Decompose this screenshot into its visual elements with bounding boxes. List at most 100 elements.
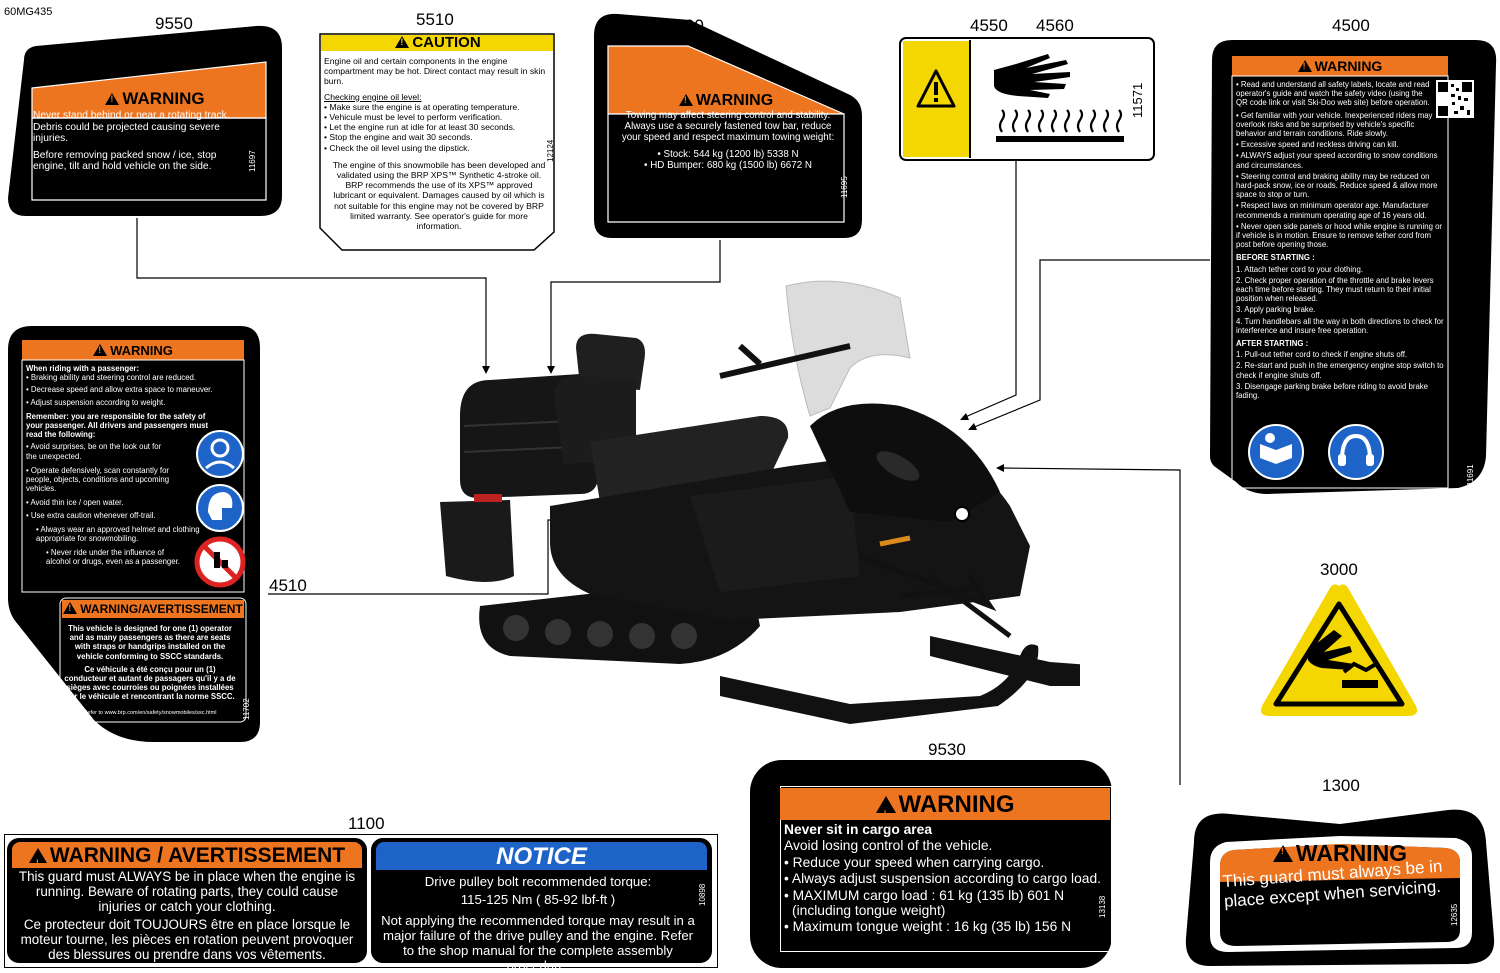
label-1100-en: This guard must ALWAYS be in place when … bbox=[18, 869, 356, 914]
label-1300-code: 12635 bbox=[1450, 903, 1459, 926]
label-5510-subhead: Checking engine oil level: bbox=[324, 91, 422, 102]
label-9550-line: Never stand behind or near a rotating tr… bbox=[33, 110, 230, 144]
label-4510-body2: This vehicle is designed for one (1) ope… bbox=[64, 624, 236, 718]
label-1100-notice-line: Not applying the recommended torque may … bbox=[381, 913, 695, 973]
label-4500-before-title: BEFORE STARTING : bbox=[1236, 253, 1315, 263]
label-5510-bullet: • Make sure the engine is at operating t… bbox=[324, 101, 520, 112]
label-1100-notice-line: Drive pulley bolt recommended torque: bbox=[424, 874, 652, 889]
label-1100-notice-body: Drive pulley bolt recommended torque: 11… bbox=[380, 874, 696, 973]
label-9530-line: • MAXIMUM cargo load : 61 kg (135 lb) 60… bbox=[784, 887, 1065, 903]
label-4510-bullet: • Use extra caution whenever off-trail. bbox=[26, 510, 156, 520]
label-4500-shape bbox=[1210, 40, 1497, 494]
label-9530-line: • Always adjust suspension according to … bbox=[784, 871, 1101, 887]
label-4510-bullet: • Always wear an approved helmet and clo… bbox=[36, 524, 200, 544]
label-1100-header: WARNING / AVERTISSEMENT bbox=[12, 842, 362, 877]
label-9530-title: Never sit in cargo area bbox=[784, 822, 933, 837]
label-4500-bullet: • Respect laws on minimum operator age. … bbox=[1236, 201, 1429, 220]
snowmobile-illustration bbox=[440, 280, 1080, 724]
label-5510-bullet: • Let the engine run at idle for at leas… bbox=[324, 122, 516, 133]
part-number-9530: 9530 bbox=[928, 740, 966, 759]
label-4510-en: This vehicle is designed for one (1) ope… bbox=[68, 624, 232, 661]
label-3000-entanglement-warning bbox=[1261, 584, 1417, 716]
label-4500-header: WARNING bbox=[1232, 58, 1448, 74]
label-9530-line: Avoid losing control of the vehicle. bbox=[784, 838, 993, 854]
part-number-4560: 4560 bbox=[1036, 16, 1074, 35]
label-1100-code: 10898 bbox=[698, 883, 707, 906]
label-4500-step: 1. Attach tether cord to your clothing. bbox=[1236, 264, 1363, 274]
label-4510-code: 11702 bbox=[242, 698, 251, 720]
label-4510-shape bbox=[8, 326, 260, 742]
label-9530-line: • Reduce your speed when carrying cargo. bbox=[784, 854, 1045, 870]
label-1300-header: WARNING bbox=[1222, 840, 1458, 867]
passenger-icon bbox=[196, 430, 244, 478]
read-manual-icon bbox=[1248, 424, 1384, 480]
label-4510-header2: WARNING/AVERTISSEMENT bbox=[62, 602, 244, 616]
label-9500-body: Towing may affect steering control and s… bbox=[614, 110, 842, 171]
label-4550-hot-surface bbox=[899, 37, 1155, 161]
qr-code-icon bbox=[1436, 80, 1474, 118]
label-4510-bullet: • Adjust suspension according to weight. bbox=[26, 397, 166, 407]
label-9500-intro: Towing may affect steering control and s… bbox=[621, 110, 835, 144]
label-4500-bullet: • Never open side panels or hood while e… bbox=[1236, 221, 1443, 250]
part-number-3000: 3000 bbox=[1320, 560, 1358, 579]
label-5510-intro: Engine oil and certain components in the… bbox=[324, 56, 546, 87]
label-9530-line: (including tongue weight) bbox=[792, 903, 946, 919]
ear-protection-icon bbox=[1328, 424, 1384, 480]
label-5510-bullet: • Stop the engine and wait 30 seconds. bbox=[324, 132, 473, 143]
label-4510-url: Refer to www.brp.com/en/safety/snowmobil… bbox=[83, 709, 217, 716]
label-4500-step: 3. Apply parking brake. bbox=[1236, 305, 1316, 315]
label-5510-body: Engine oil and certain components in the… bbox=[324, 56, 554, 231]
label-1100-fr: Ce protecteur doit TOUJOURS être en plac… bbox=[20, 917, 354, 962]
label-4510-bullet: • Operate defensively, scan constantly f… bbox=[26, 465, 170, 494]
label-4510-body: When riding with a passenger: • Braking … bbox=[26, 364, 240, 567]
label-4500-bullet: • ALWAYS adjust your speed according to … bbox=[1236, 151, 1438, 170]
label-4510-fr: Ce véhicule a été conçu pour un (1) cond… bbox=[64, 664, 236, 702]
label-4510-bullet: • Braking ability and steering control a… bbox=[26, 373, 197, 383]
label-9500-bullet: • Stock: 544 kg (1200 lb) 5338 N bbox=[657, 148, 799, 160]
label-4510-bullet: • Decrease speed and allow extra space t… bbox=[26, 385, 213, 395]
label-9530-line: • Maximum tongue weight : 16 kg (35 lb) … bbox=[784, 919, 1072, 935]
part-number-5510: 5510 bbox=[416, 10, 454, 29]
label-4510-remember: Remember: you are responsible for the sa… bbox=[26, 411, 209, 440]
label-1100-body: This guard must ALWAYS be in place when … bbox=[14, 869, 360, 963]
label-9530-code: 13138 bbox=[1098, 895, 1107, 918]
label-9550-code: 11697 bbox=[248, 150, 257, 172]
label-4500-body: • Read and understand all safety labels,… bbox=[1236, 80, 1446, 400]
label-4510-bullet: • Avoid surprises, be on the look out fo… bbox=[26, 442, 162, 461]
label-5510-code: 12124 bbox=[546, 139, 555, 162]
part-number-4510: 4510 bbox=[269, 576, 307, 595]
part-number-4500: 4500 bbox=[1332, 16, 1370, 35]
part-number-4550: 4550 bbox=[970, 16, 1008, 35]
part-number-1300: 1300 bbox=[1322, 776, 1360, 795]
label-4550-code: 11571 bbox=[1130, 82, 1145, 118]
label-4500-bullet: • Excessive speed and reckless driving c… bbox=[1236, 140, 1399, 150]
label-9530-frame bbox=[780, 786, 1112, 952]
label-4500-step: 3. Disengage parking brake before riding… bbox=[1236, 381, 1429, 401]
diagram-code: 60MG435 bbox=[4, 6, 53, 18]
label-4500-step: 2. Re-start and push in the emergency en… bbox=[1236, 361, 1444, 380]
label-9530-header: WARNING bbox=[780, 788, 1110, 831]
label-5510-footer: The engine of this snowmobile has been d… bbox=[332, 159, 546, 232]
label-5510-bullet: • Check the oil level using the dipstick… bbox=[324, 142, 470, 153]
label-5510-shape bbox=[319, 33, 555, 251]
label-1100-notice-torque: 115-125 Nm ( 85-92 lbf-ft ) bbox=[460, 892, 616, 907]
label-4510-bullet: • Never ride under the influence of alco… bbox=[46, 548, 180, 567]
part-number-9550: 9550 bbox=[155, 14, 193, 33]
label-4500-bullet: • Steering control and braking ability m… bbox=[1236, 171, 1438, 200]
label-4500-after-title: AFTER STARTING : bbox=[1236, 339, 1309, 349]
label-9550-line: Before removing packed snow / ice, stop … bbox=[33, 149, 217, 173]
label-4510-icons bbox=[194, 430, 246, 588]
label-9500-shape bbox=[594, 13, 862, 238]
label-9550-body: Never stand behind or near a rotating tr… bbox=[33, 110, 233, 173]
label-4500-bullet: • Read and understand all safety labels,… bbox=[1236, 80, 1430, 108]
label-4500-step: 2. Check proper operation of the throttl… bbox=[1236, 275, 1434, 304]
label-9500-bullet: • HD Bumper: 680 kg (1500 lb) 6672 N bbox=[644, 159, 812, 171]
label-9550-shape bbox=[8, 25, 282, 216]
label-4500-step: 4. Turn handlebars all the way in both d… bbox=[1236, 316, 1444, 335]
label-4510-header: WARNING bbox=[22, 343, 244, 358]
label-4500-bullet: • Get familiar with your vehicle. Inexpe… bbox=[1236, 110, 1433, 139]
label-9530-body: Never sit in cargo area Avoid losing con… bbox=[784, 822, 1104, 936]
label-4500-step: 1. Pull-out tether cord to check if engi… bbox=[1236, 350, 1408, 360]
label-5510-bullet: • Vehicule must be level to perform veri… bbox=[324, 112, 503, 123]
